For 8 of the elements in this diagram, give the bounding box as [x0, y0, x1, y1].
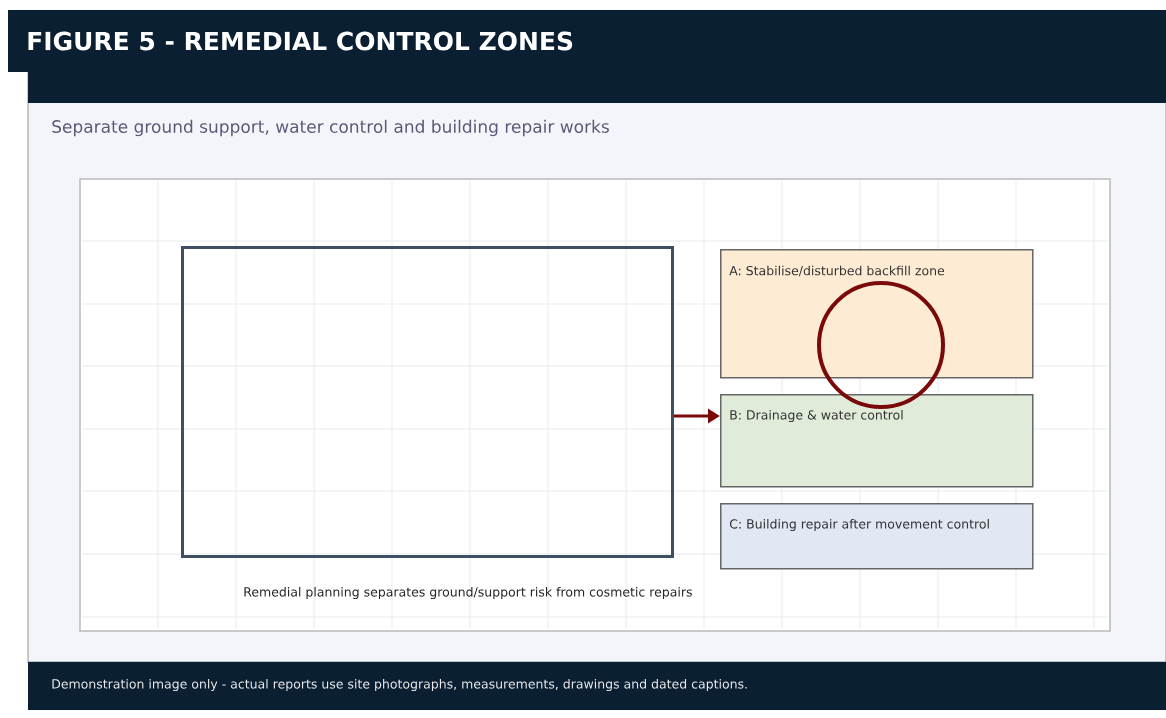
subtitle: Separate ground support, water control and building repair works: [52, 119, 609, 137]
zone-box: A: Stabilise/disturbed backfill zone: [720, 249, 1034, 379]
zone-box: B: Drainage & water control: [720, 394, 1034, 488]
footer-note: Demonstration image only - actual reports use site photographs, measurements, drawings and dated captions.: [52, 678, 747, 692]
title: FIGURE 5 - REMEDIAL CONTROL ZONES: [28, 31, 573, 51]
empty-box: [181, 246, 674, 558]
zone-box: C: Building repair after movement control: [720, 503, 1034, 570]
chart-note: Remedial planning separates ground/support risk from cosmetic repairs: [244, 586, 692, 600]
